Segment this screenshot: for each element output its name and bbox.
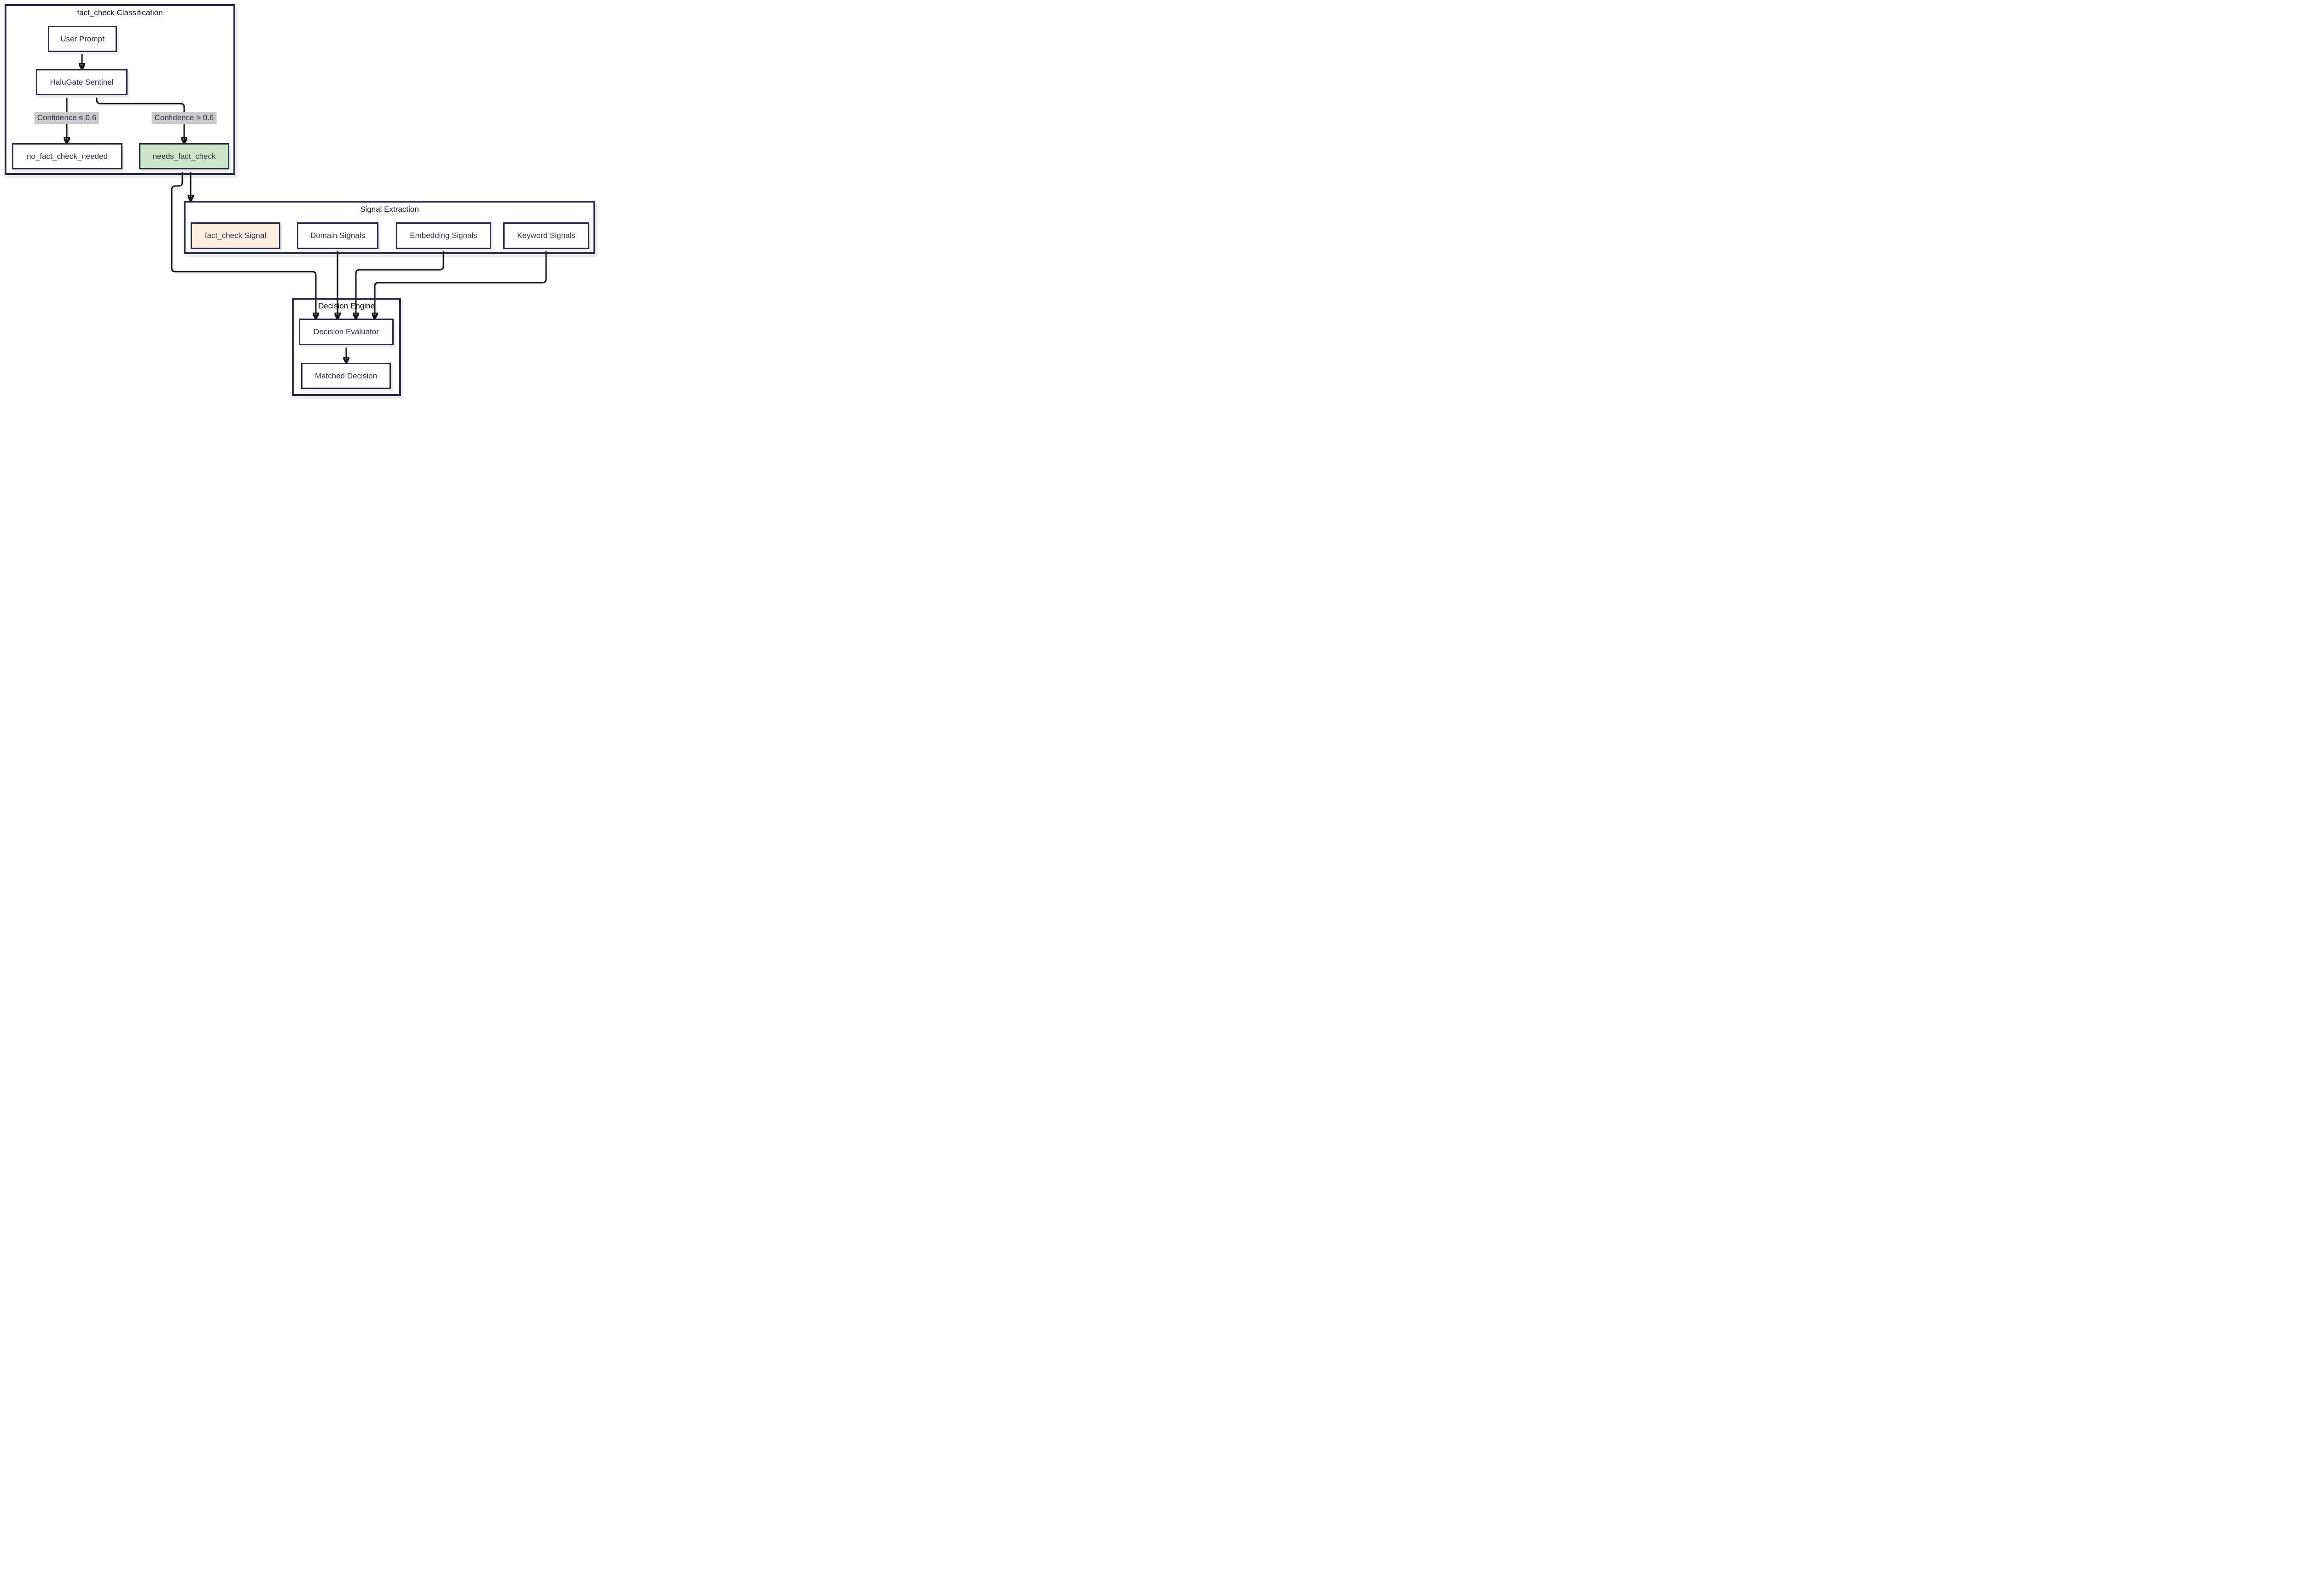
edge-layer	[0, 52, 547, 399]
node-embedding-signals: Embedding Signals	[396, 222, 491, 249]
node-domain-signals-label: Domain Signals	[310, 231, 366, 240]
node-domain-signals: Domain Signals	[297, 222, 378, 249]
node-needs-fact-check: needs_fact_check	[139, 143, 229, 169]
node-fact-check-signal-label: fact_check Signal	[204, 231, 267, 240]
node-keyword-signals: Keyword Signals	[503, 222, 589, 249]
subgraph-title-decision-engine: Decision Engine	[318, 302, 375, 310]
node-no-fact-check-needed-label: no_fact_check_needed	[27, 151, 108, 161]
node-decision-evaluator-label: Decision Evaluator	[314, 327, 379, 336]
flowchart-canvas: fact_check Classification Signal Extract…	[0, 0, 599, 399]
edge-needs-fact-check-to-decision-evaluator	[171, 169, 316, 319]
node-keyword-signals-label: Keyword Signals	[517, 231, 576, 240]
node-decision-evaluator: Decision Evaluator	[299, 319, 394, 345]
edge-halugate-sentinel-to-needs-fact-check	[96, 95, 184, 143]
node-embedding-signals-label: Embedding Signals	[410, 231, 477, 240]
edge-embedding-signals-to-decision-evaluator	[356, 249, 444, 319]
edge-label-confidence-high: Confidence > 0.6	[151, 112, 217, 124]
node-needs-fact-check-label: needs_fact_check	[152, 151, 216, 161]
subgraph-title-fact-check-classification: fact_check Classification	[77, 8, 163, 17]
node-halugate-sentinel: HaluGate Sentinel	[36, 69, 128, 95]
node-matched-decision-label: Matched Decision	[314, 371, 378, 380]
node-user-prompt-label: User Prompt	[60, 34, 105, 43]
subgraph-title-signal-extraction: Signal Extraction	[360, 205, 419, 214]
node-fact-check-signal: fact_check Signal	[191, 222, 280, 249]
node-no-fact-check-needed: no_fact_check_needed	[12, 143, 122, 169]
node-halugate-sentinel-label: HaluGate Sentinel	[50, 77, 114, 87]
node-matched-decision: Matched Decision	[301, 363, 391, 389]
node-user-prompt: User Prompt	[48, 26, 117, 52]
edge-label-confidence-low: Confidence ≤ 0.6	[34, 112, 99, 124]
edge-keyword-signals-to-decision-evaluator	[375, 249, 547, 319]
